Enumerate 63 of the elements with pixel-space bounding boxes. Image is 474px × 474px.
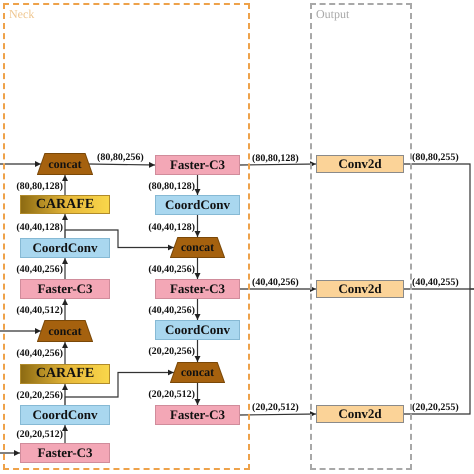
- edge-label: (40,40,512): [16, 305, 63, 316]
- edge-label: (40,40,256): [148, 264, 195, 275]
- edge-label: (40,40,256): [16, 348, 63, 359]
- edge-label: (20,20,256): [148, 346, 195, 357]
- process-box: Faster-C3: [20, 279, 110, 299]
- arrow: [194, 258, 200, 279]
- process-box: CARAFE: [20, 195, 110, 214]
- arrow: [62, 175, 68, 195]
- arrow: [194, 215, 200, 237]
- edge-label: (40,40,256): [148, 305, 195, 316]
- trapezoid-block: concat: [37, 320, 93, 342]
- arrow: [194, 299, 200, 320]
- group-title: Output: [316, 7, 350, 22]
- process-box: CARAFE: [20, 364, 110, 384]
- arrow: [62, 299, 68, 320]
- edge-label: (80,80,128): [252, 153, 299, 164]
- edge-label: (40,40,256): [252, 277, 299, 288]
- edge-label: (40,40,128): [16, 222, 63, 233]
- arrow: [194, 175, 200, 195]
- arrow: [62, 258, 68, 279]
- group-title: Neck: [9, 7, 34, 22]
- trapezoid-block: concat: [37, 153, 93, 175]
- edge-label: (80,80,128): [148, 181, 195, 192]
- process-box: Faster-C3: [20, 443, 110, 463]
- edge-label: (80,80,255): [412, 152, 459, 163]
- arrow: [194, 383, 200, 405]
- edge-label: (20,20,512): [252, 402, 299, 413]
- process-box: CoordConv: [20, 238, 110, 258]
- trapezoid-block: concat: [170, 362, 225, 383]
- process-box: CoordConv: [20, 405, 110, 425]
- arrow: [89, 162, 155, 168]
- edge-label: (40,40,255): [412, 277, 459, 288]
- process-box: Faster-C3: [155, 405, 240, 425]
- edge-label: (40,40,256): [16, 264, 63, 275]
- arrow: [0, 450, 20, 456]
- edge-label: (80,80,256): [97, 152, 144, 163]
- trapezoid-block: concat: [170, 237, 225, 258]
- arrow: [240, 411, 316, 418]
- process-box: Conv2d: [316, 405, 404, 423]
- edge-label: (20,20,256): [16, 390, 63, 401]
- arrow: [62, 425, 68, 443]
- connector-line: [404, 288, 474, 415]
- process-box: Faster-C3: [155, 279, 240, 299]
- dashed-group-frame: [310, 3, 412, 470]
- edge-label: (20,20,512): [148, 389, 195, 400]
- arrow: [0, 328, 41, 334]
- edge-label: (80,80,128): [16, 181, 63, 192]
- arrow: [240, 161, 316, 168]
- process-box: CoordConv: [155, 195, 240, 215]
- dashed-group-frame: [3, 3, 250, 470]
- edge-label: (20,20,512): [16, 429, 63, 440]
- edge-label: (20,20,255): [412, 402, 459, 413]
- process-box: Conv2d: [316, 280, 404, 298]
- arrow: [240, 286, 316, 292]
- arrow: [0, 161, 41, 167]
- arrow: [62, 342, 68, 364]
- process-box: Faster-C3: [155, 155, 240, 175]
- arrow: [194, 340, 200, 362]
- arrow: [64, 229, 174, 250]
- edge-label: (40,40,128): [148, 222, 195, 233]
- process-box: CoordConv: [155, 320, 240, 340]
- arrow: [64, 370, 174, 405]
- process-box: Conv2d: [316, 155, 404, 173]
